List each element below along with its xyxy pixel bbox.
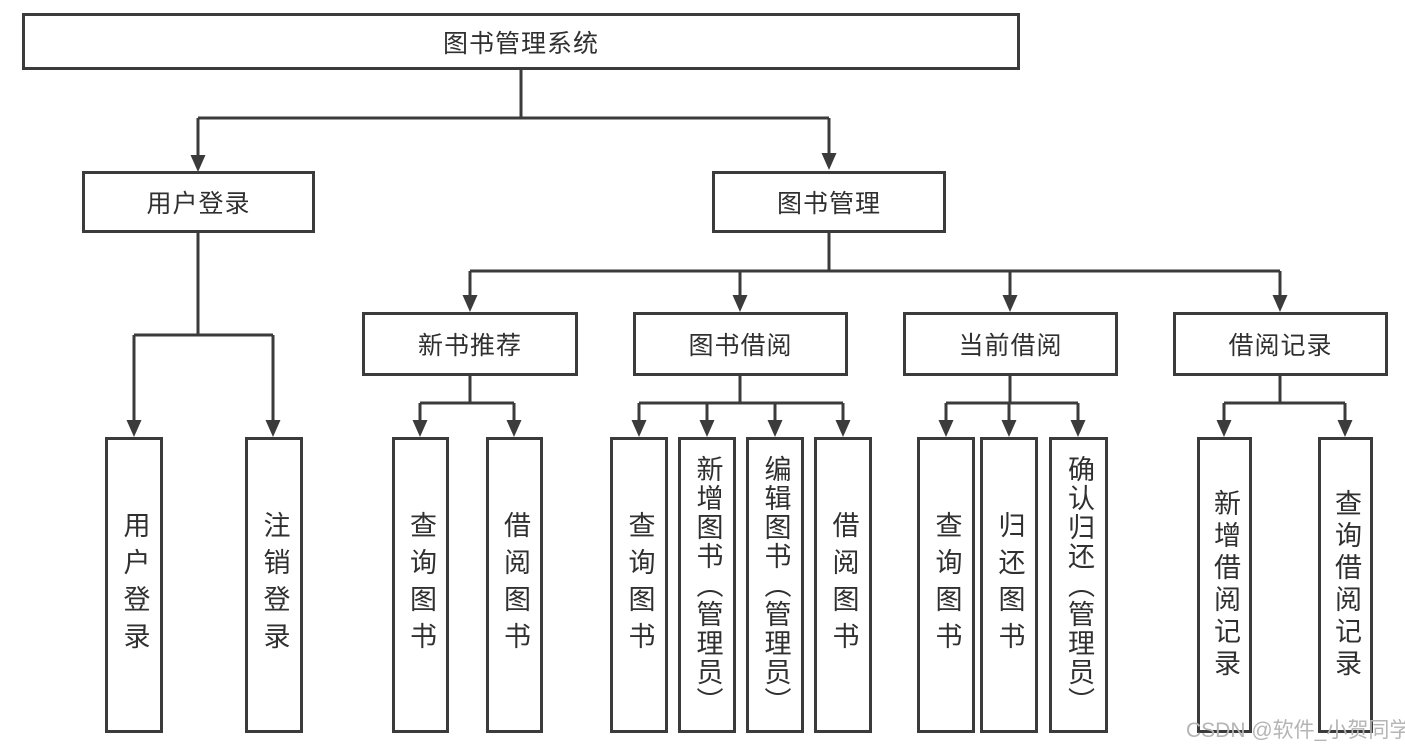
leaf-label: 新增借阅记录 xyxy=(1210,489,1240,681)
arrow-icon xyxy=(265,420,281,437)
leaf-borrow-edit-admin: 编辑图书（管理员） xyxy=(746,437,804,733)
leaf-current-query: 查询图书 xyxy=(917,437,975,733)
arrow-icon xyxy=(767,420,783,437)
leaf-newbook-query: 查询图书 xyxy=(392,437,449,733)
leaf-label: 查询图书 xyxy=(931,511,962,659)
node-book-borrow: 图书借阅 xyxy=(633,312,848,376)
node-label: 图书借阅 xyxy=(688,332,793,360)
leaf-label: 查询借阅记录 xyxy=(1331,489,1361,681)
node-label: 图书管理 xyxy=(776,190,881,218)
node-label: 用户登录 xyxy=(146,190,251,218)
leaf-logout: 注销登录 xyxy=(245,437,303,733)
connector-borrow-records xyxy=(1222,376,1347,422)
arrow-icon xyxy=(699,420,715,437)
arrow-icon xyxy=(1002,295,1018,312)
leaf-label: 确认归还（管理员） xyxy=(1064,454,1094,716)
node-label: 图书管理系统 xyxy=(442,29,599,58)
leaf-current-return: 归还图书 xyxy=(980,437,1038,733)
leaf-newbook-borrow: 借阅图书 xyxy=(486,437,543,733)
leaf-borrow-add-admin: 新增图书（管理员） xyxy=(678,437,736,733)
arrow-icon xyxy=(835,420,851,437)
arrow-icon xyxy=(1070,420,1086,437)
leaf-current-confirm-admin: 确认归还（管理员） xyxy=(1049,437,1108,733)
leaf-label: 注销登录 xyxy=(259,511,290,659)
node-book-management: 图书管理 xyxy=(712,171,946,233)
node-borrow-records: 借阅记录 xyxy=(1173,312,1388,376)
arrow-icon xyxy=(1337,420,1353,437)
connector-new-book xyxy=(418,376,516,422)
leaf-label: 借阅图书 xyxy=(500,511,530,659)
arrow-icon xyxy=(412,420,428,437)
node-label: 借阅记录 xyxy=(1228,332,1333,360)
csdn-watermark: CSDN @软件_小贺同学 xyxy=(1186,719,1405,742)
arrow-icon xyxy=(190,155,206,172)
arrow-icon xyxy=(126,420,142,437)
leaf-label: 借阅图书 xyxy=(828,511,859,659)
arrow-icon xyxy=(732,295,748,312)
arrow-icon xyxy=(462,295,478,312)
arrow-icon xyxy=(938,420,954,437)
arrow-icon xyxy=(631,420,647,437)
leaf-records-query: 查询借阅记录 xyxy=(1318,437,1373,733)
leaf-label: 用户登录 xyxy=(119,511,150,659)
connector-book-borrow xyxy=(637,376,845,422)
arrow-icon xyxy=(1001,420,1017,437)
leaf-borrow-book: 借阅图书 xyxy=(814,437,872,733)
leaf-label: 归还图书 xyxy=(994,511,1025,659)
node-user-login: 用户登录 xyxy=(82,171,315,233)
leaf-label: 查询图书 xyxy=(406,511,436,659)
node-label: 当前借阅 xyxy=(958,332,1063,360)
arrow-icon xyxy=(1272,295,1288,312)
node-new-book-recommend: 新书推荐 xyxy=(362,312,578,376)
connector-user-login xyxy=(132,233,275,422)
node-label: 新书推荐 xyxy=(417,332,522,360)
leaf-label: 查询图书 xyxy=(624,511,655,659)
connector-current-borrow xyxy=(944,376,1080,422)
leaf-user-login: 用户登录 xyxy=(105,437,163,733)
leaf-label: 编辑图书（管理员） xyxy=(760,454,791,716)
leaf-label: 新增图书（管理员） xyxy=(692,454,723,716)
arrow-icon xyxy=(506,420,522,437)
node-library-system: 图书管理系统 xyxy=(22,13,1020,70)
leaf-records-add: 新增借阅记录 xyxy=(1197,437,1252,733)
connector-book-mgmt xyxy=(468,233,1282,297)
leaf-borrow-query: 查询图书 xyxy=(610,437,668,733)
connector-root xyxy=(196,70,831,157)
node-current-borrow: 当前借阅 xyxy=(903,312,1118,376)
arrow-icon xyxy=(821,153,837,170)
arrow-icon xyxy=(1216,420,1232,437)
